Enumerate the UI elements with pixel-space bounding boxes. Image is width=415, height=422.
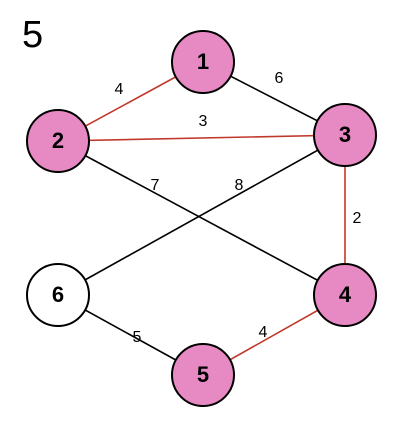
edge-3-6 xyxy=(57,134,346,296)
edge-weight-2-4: 7 xyxy=(151,177,160,194)
node-circle-3 xyxy=(313,103,377,167)
edges-layer xyxy=(57,61,346,376)
node-circle-5 xyxy=(171,343,235,407)
node-label-2: 2 xyxy=(52,128,64,153)
edge-weight-2-3: 3 xyxy=(199,113,208,130)
edge-2-3 xyxy=(57,134,346,142)
node-1: 1 xyxy=(171,30,235,94)
node-label-6: 6 xyxy=(52,282,64,307)
node-6: 6 xyxy=(26,263,90,327)
node-2: 2 xyxy=(26,109,90,173)
node-5: 5 xyxy=(171,343,235,407)
edge-weight-1-3: 6 xyxy=(275,70,284,87)
node-circle-4 xyxy=(313,263,377,327)
node-circle-2 xyxy=(26,109,90,173)
node-label-5: 5 xyxy=(197,362,209,387)
node-label-3: 3 xyxy=(339,122,351,147)
node-label-4: 4 xyxy=(339,282,352,307)
node-circle-6 xyxy=(26,263,90,327)
edge-labels-layer: 4 6 3 7 8 2 5 4 xyxy=(115,70,362,346)
edge-2-4 xyxy=(57,140,346,296)
nodes-layer: 1 2 3 4 5 6 xyxy=(26,30,377,407)
node-4: 4 xyxy=(313,263,377,327)
node-label-1: 1 xyxy=(197,49,209,74)
edge-weight-1-2: 4 xyxy=(115,81,124,98)
node-3: 3 xyxy=(313,103,377,167)
edge-weight-3-4: 2 xyxy=(353,210,362,227)
edge-weight-4-5: 4 xyxy=(259,324,268,341)
graph-number-label: 5 xyxy=(22,14,44,56)
node-circle-1 xyxy=(171,30,235,94)
edge-weight-3-6: 8 xyxy=(235,177,244,194)
edge-weight-6-5: 5 xyxy=(133,329,142,346)
